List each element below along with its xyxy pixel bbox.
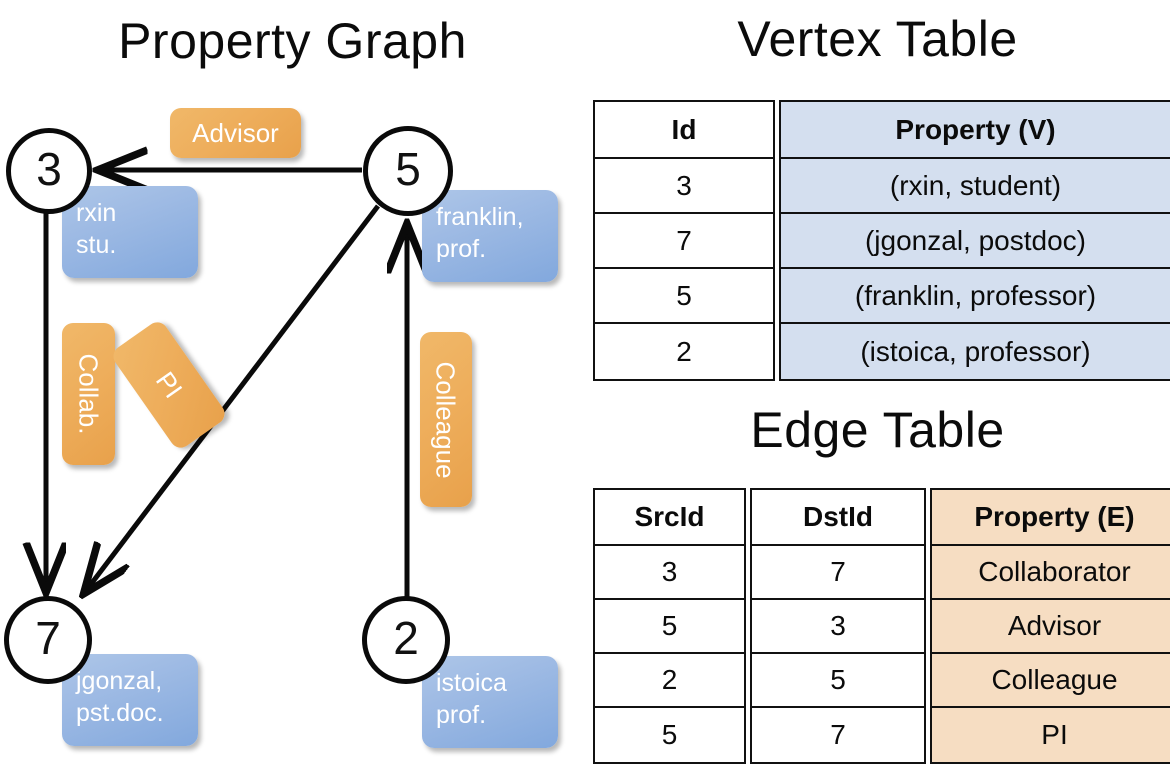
edge-table: SrcId 3 5 2 5 DstId 7 3 5 7 Property (E)… <box>593 488 1170 764</box>
table-row: (rxin, student) <box>781 159 1170 214</box>
table-row: Colleague <box>932 654 1170 708</box>
graph-node-7[interactable]: 7 <box>4 596 92 684</box>
table-row: 5 <box>595 600 744 654</box>
table-row: 7 <box>595 214 773 269</box>
graph-edges-svg <box>0 0 585 760</box>
table-row: 5 <box>752 654 924 708</box>
graph-node-3[interactable]: 3 <box>6 128 92 214</box>
edge-table-header-dstid: DstId <box>752 490 924 546</box>
edge-label-pi-text: PI <box>149 366 189 404</box>
table-row: 7 <box>752 546 924 600</box>
table-row: Advisor <box>932 600 1170 654</box>
table-row: 3 <box>595 159 773 214</box>
graph-node-7-label: 7 <box>35 612 61 664</box>
edge-label-collab: Collab. <box>62 323 115 465</box>
edge-table-header-srcid: SrcId <box>595 490 744 546</box>
graph-node-3-label: 3 <box>36 143 62 195</box>
graph-node-5-label: 5 <box>395 143 421 195</box>
property-graph-panel: Property Graph rxin stu. franklin, prof.… <box>0 0 585 760</box>
vertex-table: Id 3 7 5 2 Property (V) (rxin, student) … <box>593 100 1170 381</box>
page-title-property-graph: Property Graph <box>118 13 467 69</box>
table-row: 7 <box>752 708 924 762</box>
graph-node-2[interactable]: 2 <box>362 596 450 684</box>
table-row: 3 <box>752 600 924 654</box>
table-row: PI <box>932 708 1170 762</box>
graph-node-2-label: 2 <box>393 612 419 664</box>
table-row: Collaborator <box>932 546 1170 600</box>
table-row: (jgonzal, postdoc) <box>781 214 1170 269</box>
edge-label-advisor: Advisor <box>170 108 301 158</box>
vertex-callout-3: rxin stu. <box>62 186 198 278</box>
vertex-table-col-property: Property (V) (rxin, student) (jgonzal, p… <box>779 100 1170 381</box>
graph-node-5[interactable]: 5 <box>363 126 453 216</box>
vertex-table-header-id: Id <box>595 102 773 159</box>
edge-label-collab-text: Collab. <box>73 353 104 435</box>
vertex-callout-7: jgonzal, pst.doc. <box>62 654 198 746</box>
page-title-vertex-table: Vertex Table <box>737 11 1018 67</box>
vertex-callout-5: franklin, prof. <box>422 190 558 282</box>
page-title-edge-table: Edge Table <box>750 402 1005 458</box>
table-row: 2 <box>595 324 773 379</box>
table-row: 2 <box>595 654 744 708</box>
table-row: 5 <box>595 269 773 324</box>
edge-label-advisor-text: Advisor <box>192 118 279 148</box>
edge-label-colleague: Colleague <box>420 332 472 507</box>
edge-table-col-srcid: SrcId 3 5 2 5 <box>593 488 746 764</box>
edge-table-header-property: Property (E) <box>932 490 1170 546</box>
vertex-table-col-id: Id 3 7 5 2 <box>593 100 775 381</box>
edge-table-col-property: Property (E) Collaborator Advisor Collea… <box>930 488 1170 764</box>
vertex-callout-2: istoica prof. <box>422 656 558 748</box>
table-row: (istoica, professor) <box>781 324 1170 379</box>
edge-5-to-7 <box>85 204 380 592</box>
table-row: (franklin, professor) <box>781 269 1170 324</box>
edge-label-colleague-text: Colleague <box>431 360 461 479</box>
table-row: 3 <box>595 546 744 600</box>
vertex-table-header-property: Property (V) <box>781 102 1170 159</box>
table-row: 5 <box>595 708 744 762</box>
edge-table-col-dstid: DstId 7 3 5 7 <box>750 488 926 764</box>
